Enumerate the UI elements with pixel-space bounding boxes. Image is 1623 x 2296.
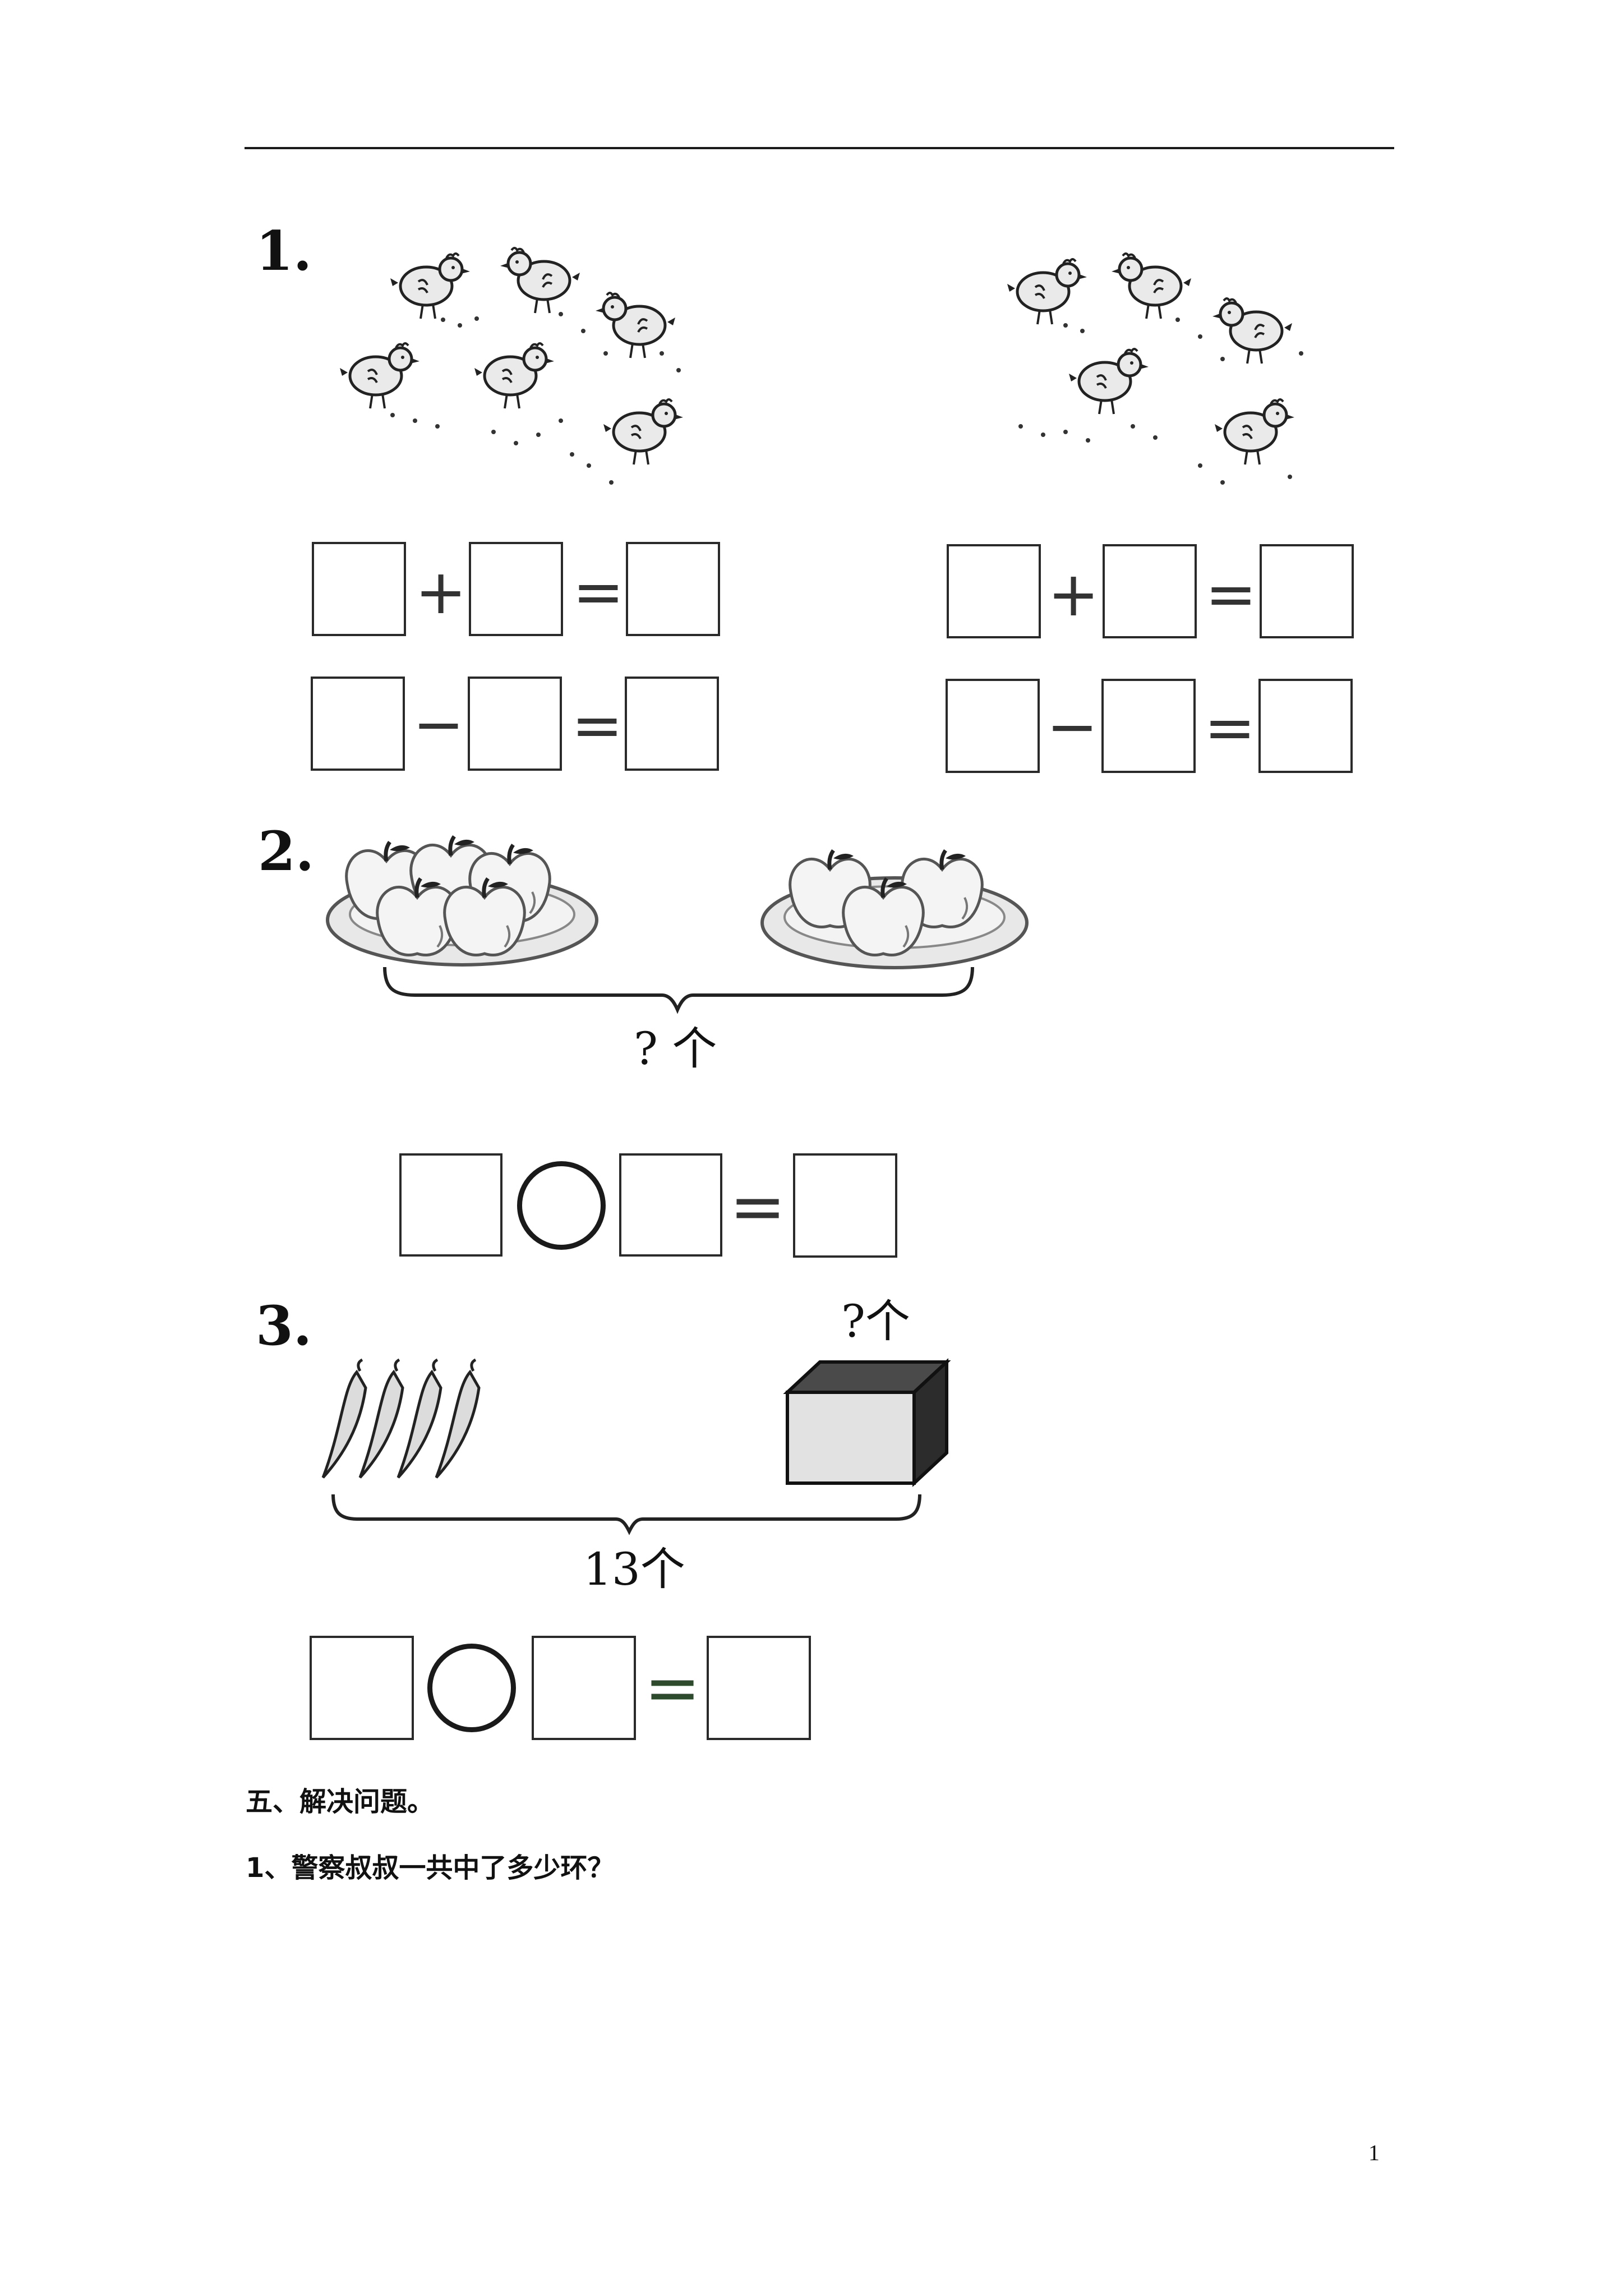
equals-sign: = [1204, 692, 1256, 763]
answer-box[interactable] [1260, 544, 1354, 638]
header-rule [245, 147, 1394, 149]
apple-plate-right [760, 830, 1029, 969]
answer-box[interactable] [707, 1636, 811, 1740]
pepper-icon [436, 1360, 479, 1478]
pepper-icon [398, 1360, 441, 1478]
chick-group-left [325, 241, 718, 485]
answer-box[interactable] [625, 677, 719, 771]
answer-box[interactable] [946, 679, 1040, 773]
question-number-2: 2. [258, 820, 315, 883]
answer-box[interactable] [311, 677, 405, 771]
equals-sign: = [644, 1649, 701, 1727]
operator-circle[interactable] [427, 1644, 516, 1732]
brace-q2 [383, 967, 974, 1014]
operator-circle[interactable] [517, 1161, 606, 1250]
plus-sign: + [1048, 558, 1100, 630]
equals-sign: = [729, 1168, 786, 1246]
question-number-1: 1. [256, 219, 312, 283]
unknown-count-label: ?个 [841, 1295, 910, 1347]
pepper-icon [323, 1360, 366, 1478]
page-number: 1 [1368, 2140, 1380, 2165]
equals-sign: = [572, 556, 625, 628]
pepper-group [308, 1358, 499, 1481]
minus-sign: − [412, 688, 465, 760]
minus-sign: − [1046, 691, 1099, 762]
equals-sign: = [571, 689, 624, 761]
answer-box[interactable] [1103, 544, 1197, 638]
answer-box[interactable] [312, 542, 406, 636]
answer-box[interactable] [310, 1636, 414, 1740]
brace-label-q2: ? 个 [634, 1023, 717, 1075]
plus-sign: + [415, 556, 467, 628]
question-text: 1、警察叔叔一共中了多少环？ [246, 1852, 615, 1884]
brace-q3 [331, 1494, 921, 1535]
cube-icon [783, 1358, 951, 1487]
chick-group-right [987, 241, 1303, 485]
answer-box[interactable] [399, 1153, 502, 1257]
answer-box[interactable] [468, 677, 562, 771]
answer-box[interactable] [1258, 679, 1353, 773]
answer-box[interactable] [626, 542, 720, 636]
answer-box[interactable] [947, 544, 1041, 638]
brace-label-q3: 13个 [583, 1543, 685, 1595]
answer-box[interactable] [619, 1153, 722, 1257]
pepper-icon [360, 1360, 403, 1478]
equals-sign: = [1205, 558, 1257, 630]
apple-plate-left [326, 819, 598, 967]
answer-box[interactable] [793, 1153, 897, 1258]
question-number-3: 3. [256, 1294, 312, 1358]
answer-box[interactable] [469, 542, 563, 636]
answer-box[interactable] [1101, 679, 1196, 773]
section-title: 五、解决问题。 [246, 1786, 435, 1818]
answer-box[interactable] [532, 1636, 636, 1740]
